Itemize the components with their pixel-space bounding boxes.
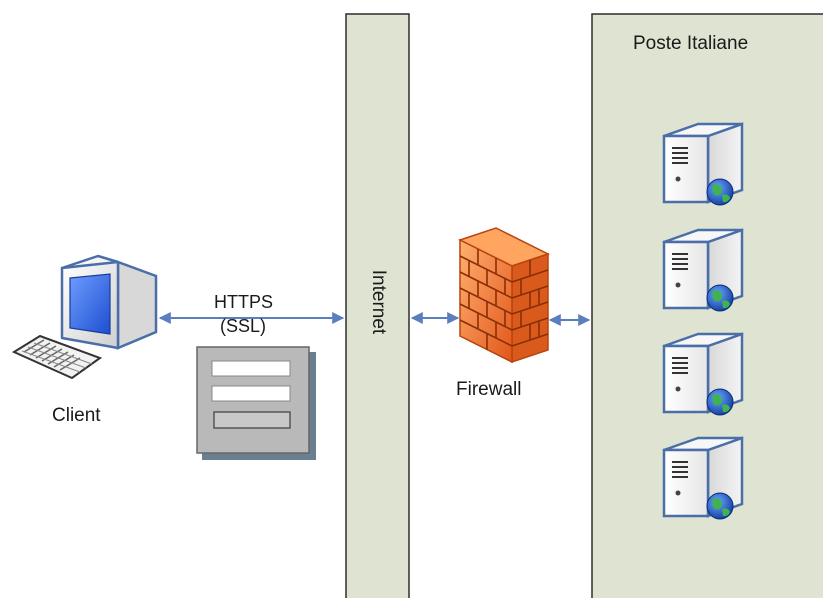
- ssl-label: (SSL): [220, 316, 267, 336]
- internet-zone: [345, 13, 410, 598]
- keyboard-icon: [11, 334, 103, 380]
- server-icon: [662, 436, 744, 521]
- computer-icon: [11, 254, 158, 380]
- client-label: Client: [52, 405, 101, 426]
- firewall-label: Firewall: [456, 379, 522, 400]
- internet-label: Internet: [368, 269, 389, 335]
- poste-italiane-label: Poste Italiane: [633, 33, 749, 54]
- server-icon: [662, 228, 744, 313]
- https-label: HTTPS: [214, 292, 274, 312]
- server-icon: [662, 122, 744, 207]
- server-icon: [662, 332, 744, 417]
- firewall-icon: [458, 227, 550, 364]
- ssl-form-icon: [196, 346, 316, 460]
